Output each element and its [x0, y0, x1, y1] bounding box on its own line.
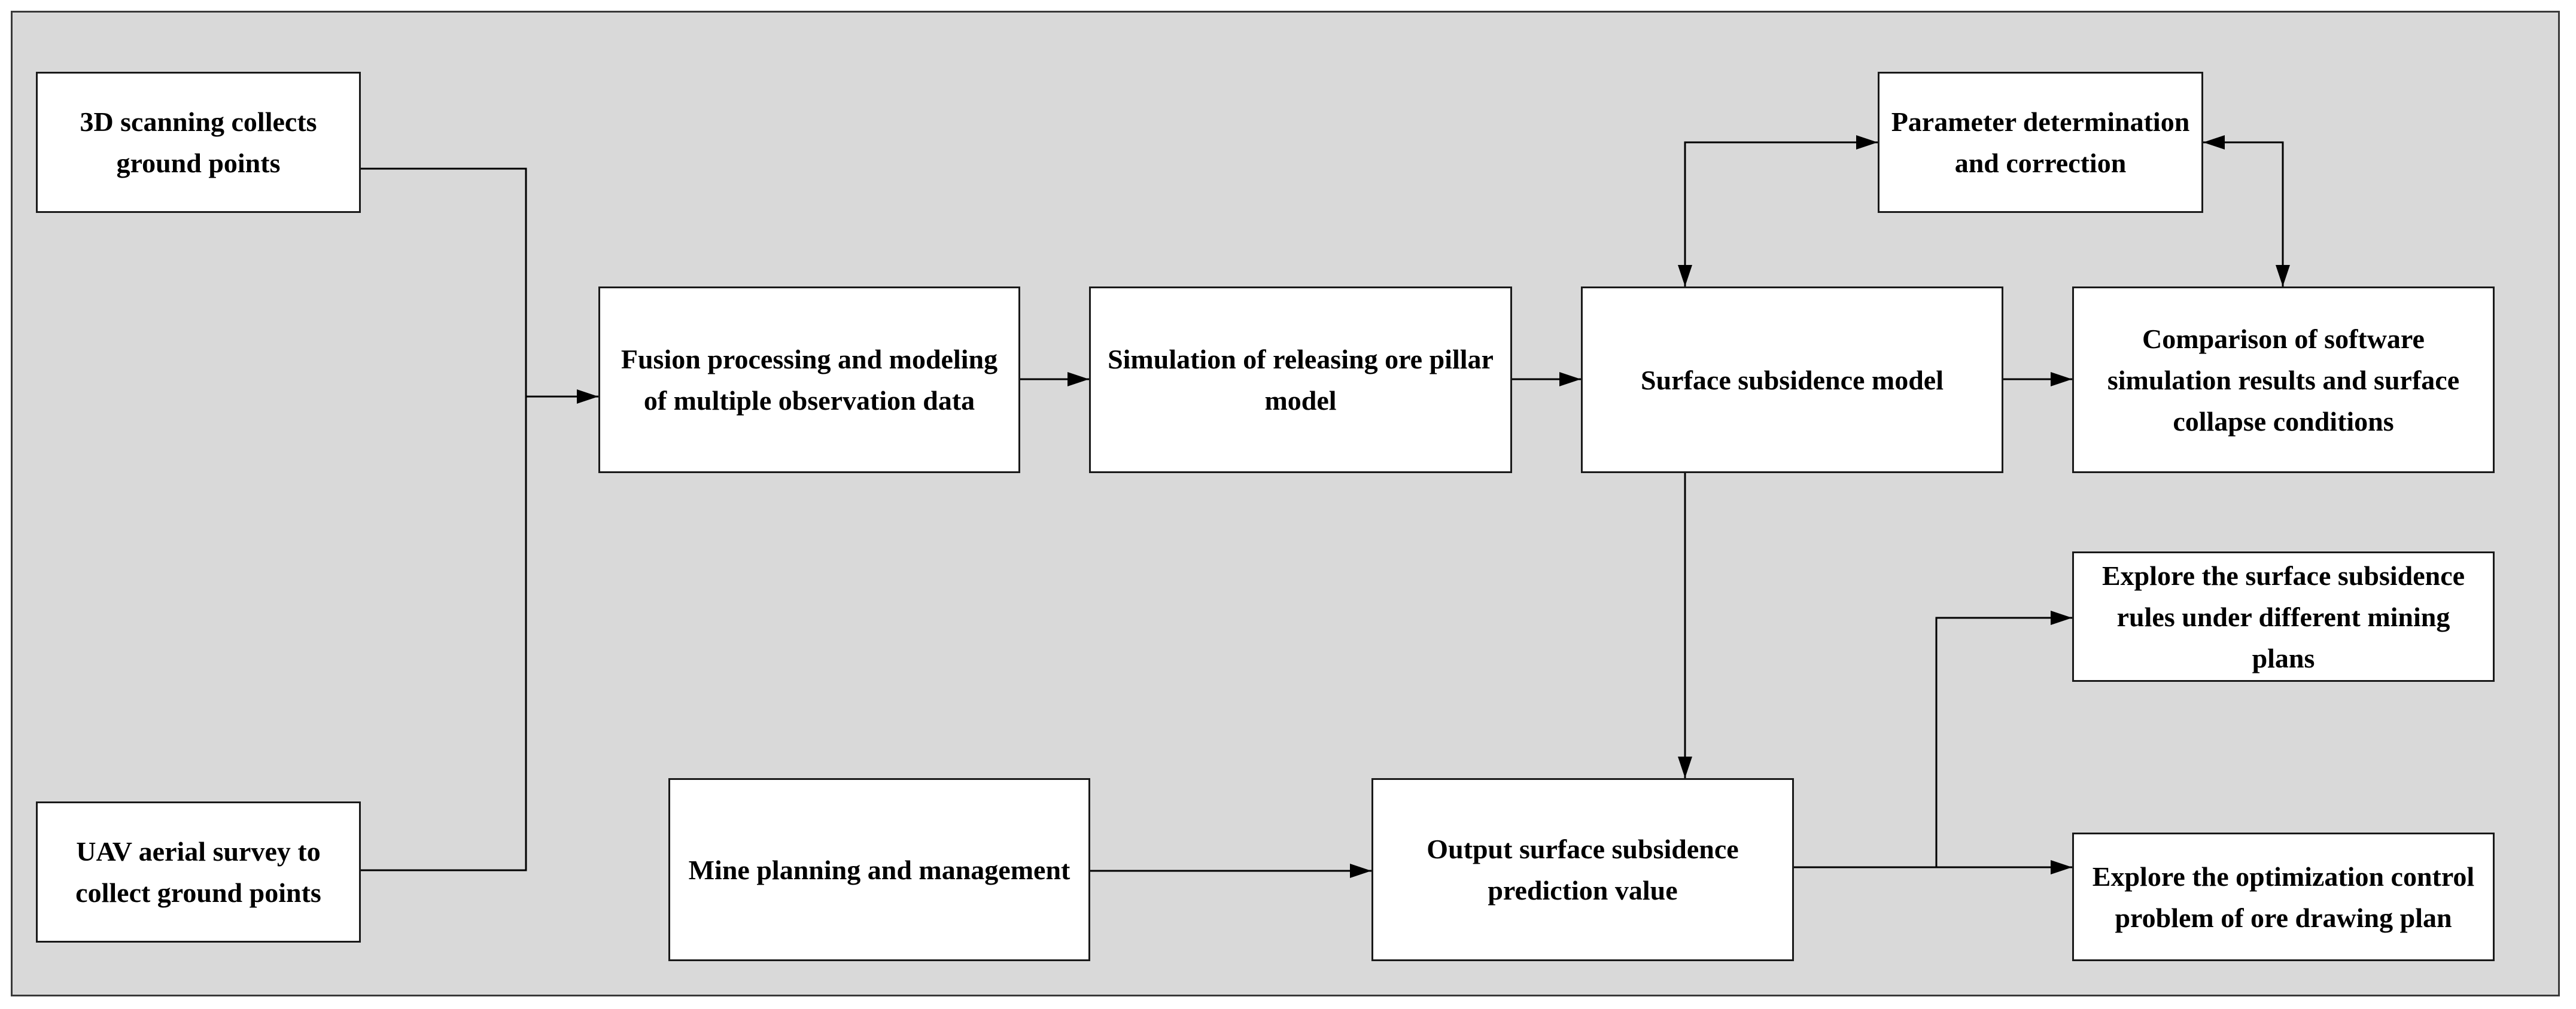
node-explore-optimization: Explore the optimization control problem… — [2072, 833, 2495, 961]
node-surface-subsidence-model: Surface subsidence model — [1581, 286, 2003, 473]
node-fusion-processing: Fusion processing and modeling of multip… — [598, 286, 1020, 473]
node-explore-rules: Explore the surface subsidence rules und… — [2072, 551, 2495, 682]
connector-uav-to-merge — [361, 397, 527, 871]
connector-parameter-comparison — [2203, 135, 2290, 286]
node-comparison: Comparison of software simulation result… — [2072, 286, 2495, 473]
node-output-prediction: Output surface subsidence prediction val… — [1371, 778, 1794, 961]
node-uav-aerial-survey: UAV aerial survey to collect ground poin… — [36, 801, 361, 943]
connector-surface-model-parameter — [1678, 135, 1878, 286]
connector-scan-to-merge — [361, 167, 527, 397]
node-mine-planning: Mine planning and management — [668, 778, 1090, 961]
node-simulation: Simulation of releasing ore pillar model — [1089, 286, 1512, 473]
connector-output-to-rules — [1935, 611, 2072, 867]
node-3d-scanning: 3D scanning collects ground points — [36, 72, 361, 213]
node-parameter-determination: Parameter determination and correction — [1878, 72, 2203, 213]
